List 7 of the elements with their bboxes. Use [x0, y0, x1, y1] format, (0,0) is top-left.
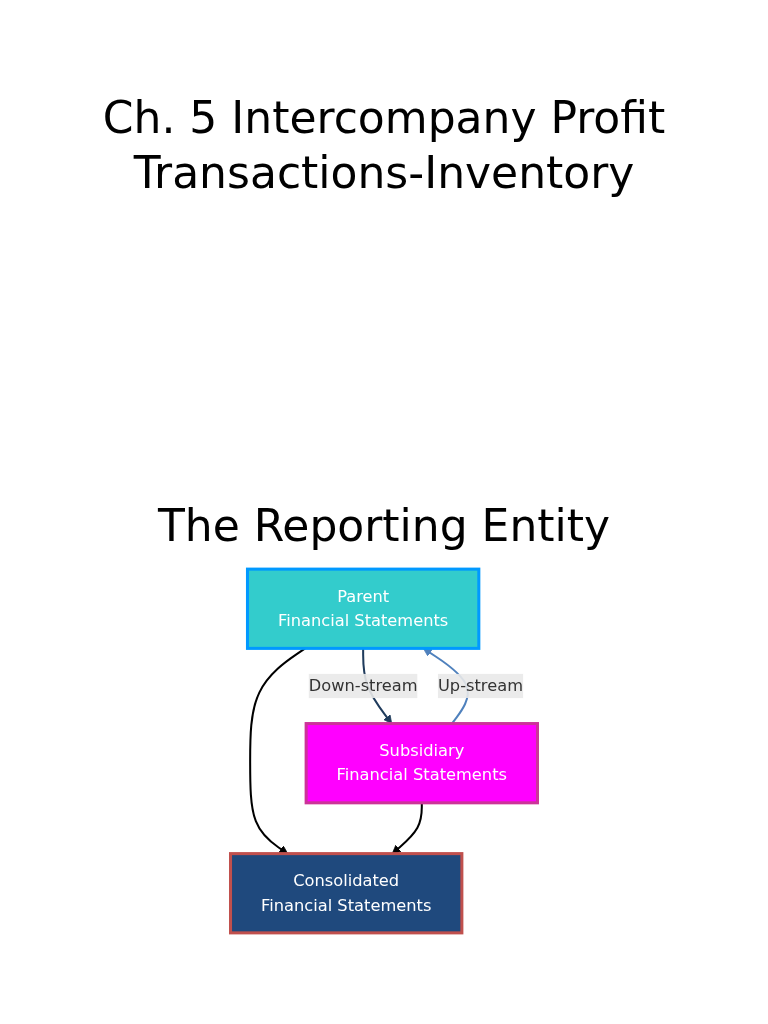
node-box: Parent Financial Statements	[245, 567, 481, 650]
edge-label: Up-stream	[437, 675, 523, 696]
edge-label: Down-stream	[308, 675, 418, 696]
node-box: Consolidated Financial Statements	[229, 852, 464, 935]
title: Ch. 5 Intercompany Profit Transactions-Inventory	[101, 91, 667, 200]
heading: The Reporting Entity	[156, 500, 612, 551]
node-box: Subsidiary Financial Statements	[304, 722, 539, 805]
